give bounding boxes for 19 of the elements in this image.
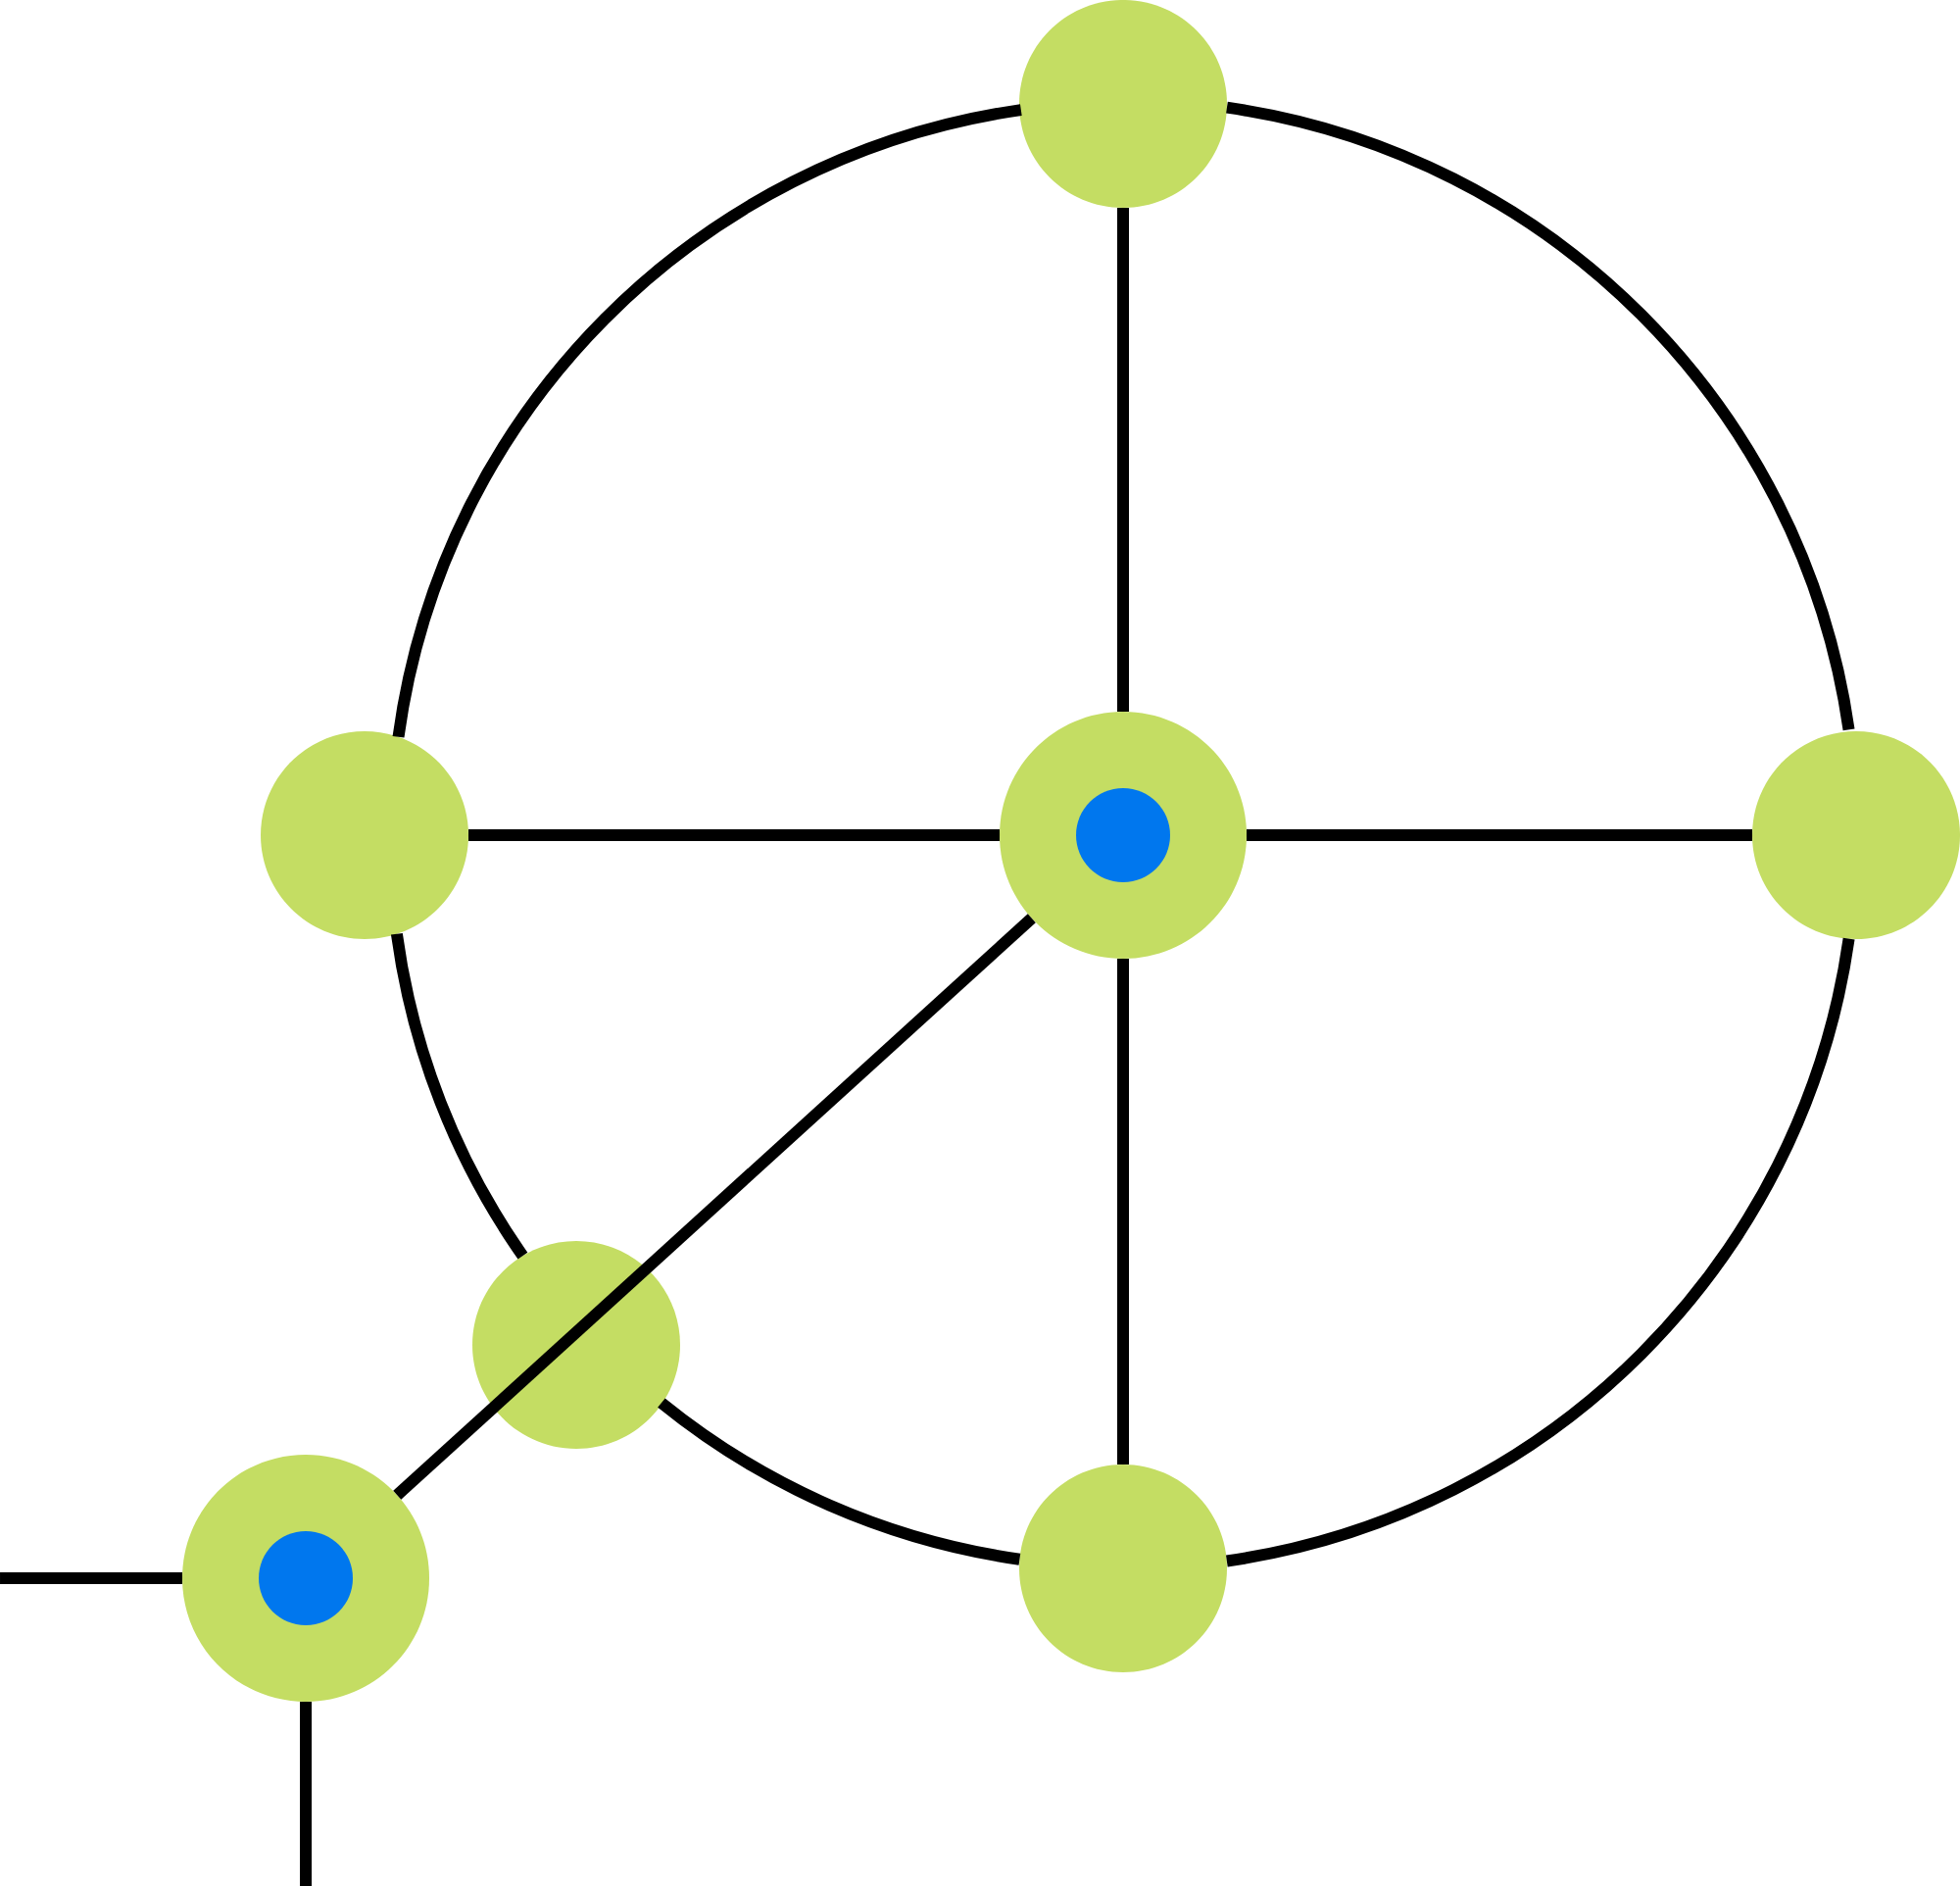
connector-line bbox=[300, 1701, 312, 1886]
connector-line bbox=[1117, 208, 1129, 712]
connector-line bbox=[1247, 828, 1752, 841]
node-circle bbox=[1752, 730, 1960, 939]
node-circle bbox=[1019, 1464, 1227, 1672]
ring-arc bbox=[1225, 101, 1855, 731]
ring-arc bbox=[392, 104, 1022, 738]
ring-arc bbox=[1225, 937, 1855, 1567]
inner-dot bbox=[259, 1530, 353, 1625]
node-circle bbox=[261, 730, 468, 939]
ring-arc bbox=[658, 1398, 1021, 1565]
connector-line bbox=[0, 1571, 182, 1584]
connector-line bbox=[393, 914, 1036, 1500]
ring-arc bbox=[390, 932, 528, 1260]
node-circle bbox=[472, 1240, 680, 1449]
node-circle bbox=[1019, 0, 1227, 208]
connector-line bbox=[1117, 958, 1129, 1464]
inner-dot bbox=[1076, 787, 1170, 882]
connector-line bbox=[468, 828, 1000, 841]
